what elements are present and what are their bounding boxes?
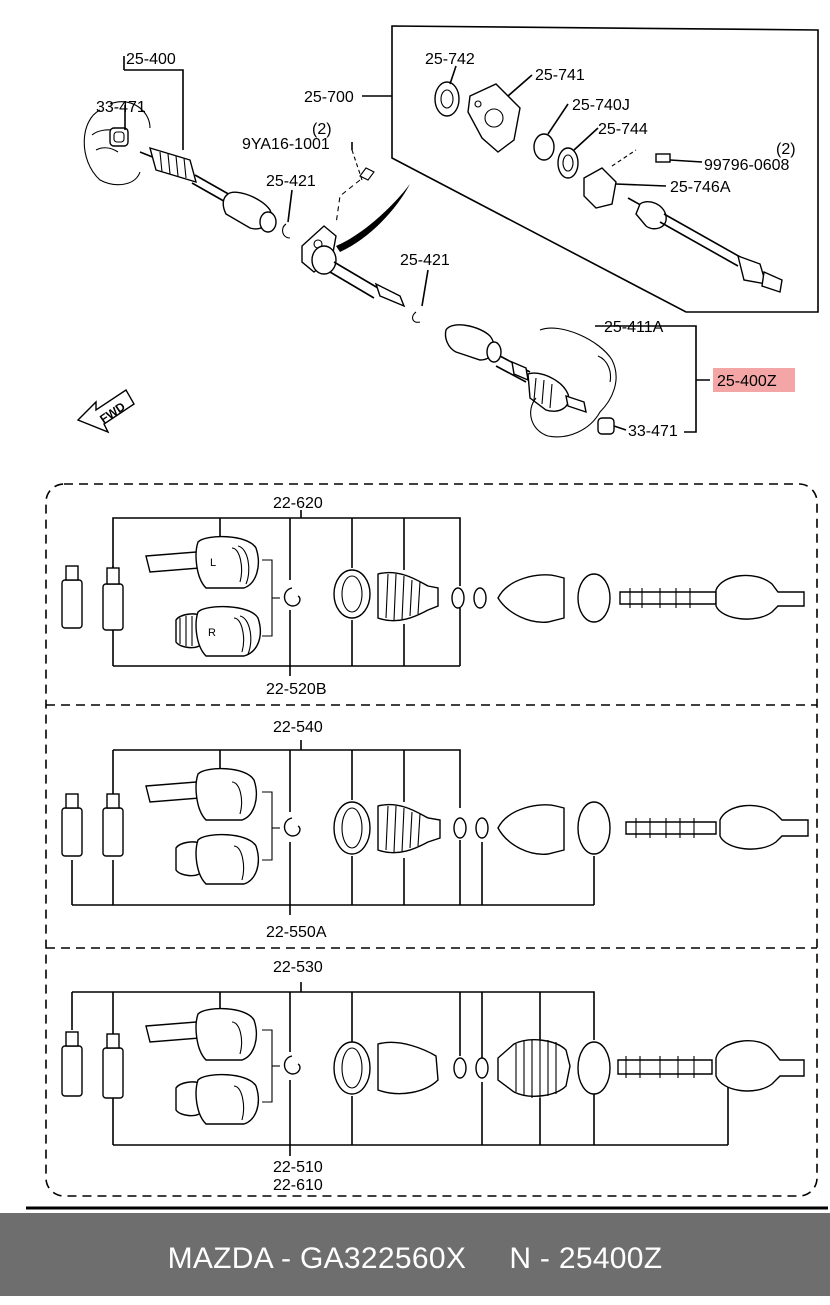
label-99796-qty: (2): [776, 141, 796, 158]
label-25-740j: 25-740J: [572, 97, 630, 114]
label-22-610: 22-610: [273, 1177, 323, 1194]
label-22-550a: 22-550A: [266, 924, 327, 941]
left-hub: [83, 101, 151, 186]
label-25-421-left: 25-421: [266, 173, 316, 190]
label-25-744: 25-744: [598, 121, 648, 138]
intermediate-shaft-box: [391, 25, 819, 313]
label-25-746a: 25-746A: [670, 179, 731, 196]
intermediate-shaft-parts: [434, 81, 783, 293]
joint-label-l: L: [210, 557, 216, 569]
label-22-620: 22-620: [273, 495, 323, 512]
parts-panel-border: [45, 483, 818, 1197]
label-25-741: 25-741: [535, 67, 585, 84]
panel-1: L R: [61, 510, 805, 676]
label-99796-0608: 99796-0608: [704, 157, 790, 174]
forward-arrow-icon: FWD: [76, 389, 135, 434]
center-drive-shaft: [301, 149, 421, 323]
caption-bar: MAZDA - GA322560X N - 25400Z: [0, 1210, 830, 1296]
label-9ya16-qty: (2): [312, 121, 332, 138]
highlight-25-400z: [713, 368, 795, 392]
label-22-540: 22-540: [273, 719, 323, 736]
label-25-742: 25-742: [425, 51, 475, 68]
label-33-471-top: 33-471: [96, 99, 146, 116]
panel-2: [61, 740, 809, 915]
left-drive-shaft: [139, 146, 291, 239]
panel-3: [61, 982, 805, 1156]
label-25-421-right: 25-421: [400, 252, 450, 269]
top-leader-lines: [123, 56, 710, 433]
label-25-400: 25-400: [126, 51, 176, 68]
label-33-471-bottom: 33-471: [628, 423, 678, 440]
label-25-400z: 25-400Z: [717, 373, 777, 390]
label-25-411a: 25-411A: [604, 319, 664, 336]
exploded-parts-diagram: FWD 25-400 33-471 25-700 25-742 25-741 2…: [26, 25, 828, 1210]
joint-label-r: R: [208, 627, 216, 639]
label-22-520b: 22-520B: [266, 681, 327, 698]
right-drive-shaft: [444, 324, 617, 438]
label-22-510: 22-510: [273, 1159, 323, 1176]
label-22-530: 22-530: [273, 959, 323, 976]
label-25-700: 25-700: [304, 89, 354, 106]
caption-text: MAZDA - GA322560X N - 25400Z: [167, 1242, 663, 1275]
label-9ya16-1001: 9YA16-1001: [242, 136, 330, 153]
